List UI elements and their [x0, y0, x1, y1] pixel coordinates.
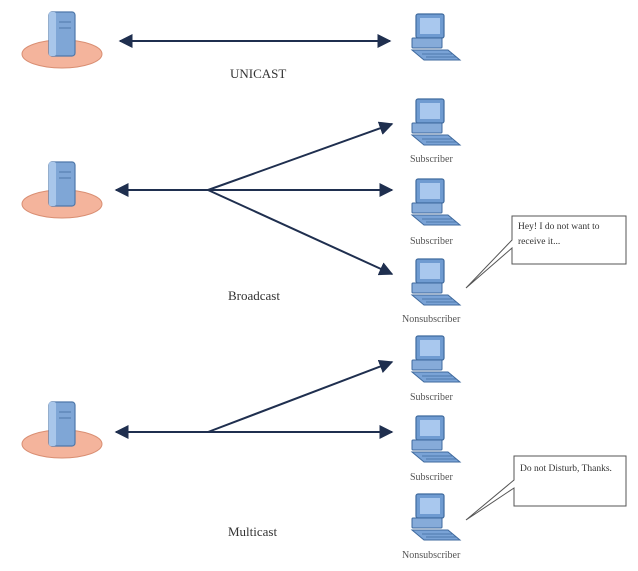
receiver-caption: Subscriber [410, 236, 453, 247]
computer-icon [411, 13, 461, 61]
speech-bubble-text: Hey! I do not want to receive it... [518, 222, 600, 247]
unicast-section [21, 11, 461, 69]
broadcast-arrow-subscriber-1 [207, 121, 394, 191]
broadcast-section [21, 98, 627, 306]
computer-icon [411, 178, 461, 226]
computer-icon [411, 98, 461, 146]
speech-bubble [465, 215, 627, 289]
speech-bubble [465, 455, 627, 521]
speech-bubble-text: Do not Disturb, Thanks. [520, 464, 612, 474]
multicast-title: Multicast [228, 524, 278, 539]
multicast-arrow-subscriber-1 [207, 359, 394, 433]
broadcast-arrow-nonsubscriber [207, 189, 394, 276]
computer-icon [411, 335, 461, 383]
receiver-caption: Subscriber [410, 392, 453, 403]
receiver-caption: Subscriber [410, 472, 453, 483]
receiver-caption: Subscriber [410, 154, 453, 165]
unicast-title: UNICAST [230, 66, 287, 81]
broadcast-title: Broadcast [228, 288, 280, 303]
server-icon [21, 11, 103, 69]
multicast-section [21, 335, 627, 541]
server-icon [21, 401, 103, 459]
computer-icon [411, 493, 461, 541]
receiver-caption: Nonsubscriber [402, 550, 461, 561]
computer-icon [411, 415, 461, 463]
receiver-caption: Nonsubscriber [402, 314, 461, 325]
computer-icon [411, 258, 461, 306]
server-icon [21, 161, 103, 219]
